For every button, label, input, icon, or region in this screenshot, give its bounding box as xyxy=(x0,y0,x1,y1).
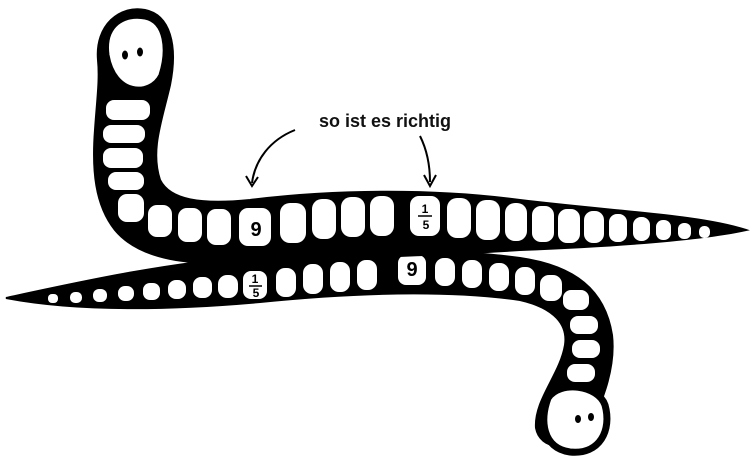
lower-worm-label-frac-bottom: 5 xyxy=(253,286,260,300)
lower-worm: 9 1 5 xyxy=(6,250,613,452)
lower-worm-eye-right xyxy=(588,413,594,421)
upper-worm-head xyxy=(108,17,165,88)
lower-worm-eye-left xyxy=(575,415,581,423)
upper-worm-label-frac-top: 1 xyxy=(422,202,429,216)
arrows xyxy=(246,130,436,186)
upper-worm-eye-left xyxy=(122,51,128,60)
upper-worm-label-nine: 9 xyxy=(250,219,261,241)
upper-worm-label-frac-bottom: 5 xyxy=(423,218,430,232)
lower-worm-label-frac-top: 1 xyxy=(252,272,259,286)
lower-worm-label-nine: 9 xyxy=(406,259,417,281)
left-arrow-shaft xyxy=(252,130,295,183)
upper-worm-eye-right xyxy=(137,48,143,57)
